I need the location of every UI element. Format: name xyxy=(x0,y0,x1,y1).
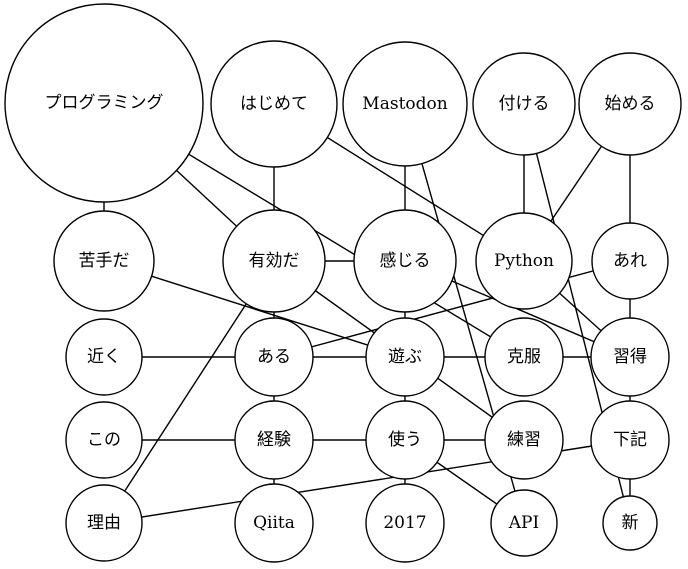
node-label: 理由 xyxy=(87,513,121,533)
node-label: 経験 xyxy=(257,430,291,450)
node-circle xyxy=(234,400,314,480)
node-yukou: 有効だ xyxy=(222,209,326,313)
node-nigate: 苦手だ xyxy=(53,210,155,312)
node-circle xyxy=(65,318,143,396)
node-label: この xyxy=(87,430,121,450)
node-kokufuku: 克服 xyxy=(484,317,564,397)
node-circle xyxy=(484,400,564,480)
node-tsukau: 使う xyxy=(365,400,445,480)
node-mastodon: Mastodon xyxy=(342,41,468,167)
node-label: Qiita xyxy=(253,513,295,533)
node-circle xyxy=(65,484,143,562)
node-label: あれ xyxy=(613,251,647,271)
node-circle xyxy=(53,210,155,312)
node-label: 使う xyxy=(388,429,422,450)
node-circle xyxy=(365,483,445,563)
edge-are-aru xyxy=(273,260,631,358)
node-asobu: 遊ぶ xyxy=(365,317,445,397)
node-are: あれ xyxy=(591,222,669,300)
node-label: 新 xyxy=(622,513,639,533)
node-tsukeru: 付ける xyxy=(472,52,576,156)
node-label: 苦手だ xyxy=(79,251,130,271)
node-label: プログラミング xyxy=(45,93,164,113)
node-circle xyxy=(353,209,457,313)
node-aru: ある xyxy=(234,317,314,397)
node-label: 下記 xyxy=(613,430,647,450)
node-circle xyxy=(342,41,468,167)
node-keiken: 経験 xyxy=(234,400,314,480)
node-circle xyxy=(65,401,143,479)
node-circle xyxy=(484,317,564,397)
node-circle xyxy=(365,317,445,397)
node-label: 付ける xyxy=(499,94,550,114)
edge-yukou-riyuu xyxy=(103,260,275,524)
node-circle xyxy=(602,495,658,551)
node-label: 有効だ xyxy=(249,251,300,271)
node-kanjiru: 感じる xyxy=(353,209,457,313)
node-label: 習得 xyxy=(613,347,647,367)
node-label: はじめて xyxy=(240,94,308,114)
node-circle xyxy=(222,209,326,313)
node-circle xyxy=(590,317,670,397)
node-label: Python xyxy=(494,251,554,271)
node-riyuu: 理由 xyxy=(65,484,143,562)
node-circle xyxy=(4,3,204,203)
node-circle xyxy=(365,400,445,480)
node-shin: 新 xyxy=(602,495,658,551)
node-label: API xyxy=(508,513,539,533)
node-circle xyxy=(578,52,682,156)
node-circle xyxy=(591,222,669,300)
node-label: Mastodon xyxy=(362,94,447,114)
node-qiita: Qiita xyxy=(234,483,314,563)
node-hajimete: はじめて xyxy=(210,40,338,168)
node-shuutoku: 習得 xyxy=(590,317,670,397)
node-label: 練習 xyxy=(507,430,541,450)
node-programming: プログラミング xyxy=(4,3,204,203)
node-circle xyxy=(234,317,314,397)
node-label: 始める xyxy=(605,94,656,114)
node-kaki: 下記 xyxy=(590,400,670,480)
edge-nigate-asobu xyxy=(103,260,406,358)
node-y2017: 2017 xyxy=(365,483,445,563)
node-chikaku: 近く xyxy=(65,318,143,396)
node-circle xyxy=(210,40,338,168)
node-circle xyxy=(590,400,670,480)
node-hajimeru: 始める xyxy=(578,52,682,156)
node-circle xyxy=(234,483,314,563)
node-renshuu: 練習 xyxy=(484,400,564,480)
node-label: 克服 xyxy=(507,347,541,367)
node-python: Python xyxy=(475,212,573,310)
node-label: 近く xyxy=(87,347,121,367)
node-circle xyxy=(475,212,573,310)
node-label: 感じる xyxy=(380,251,431,271)
node-label: ある xyxy=(257,347,291,367)
node-circle xyxy=(472,52,576,156)
node-api: API xyxy=(490,489,558,557)
node-label: 遊ぶ xyxy=(388,347,422,367)
node-kono: この xyxy=(65,401,143,479)
node-label: 2017 xyxy=(383,513,426,533)
node-circle xyxy=(490,489,558,557)
